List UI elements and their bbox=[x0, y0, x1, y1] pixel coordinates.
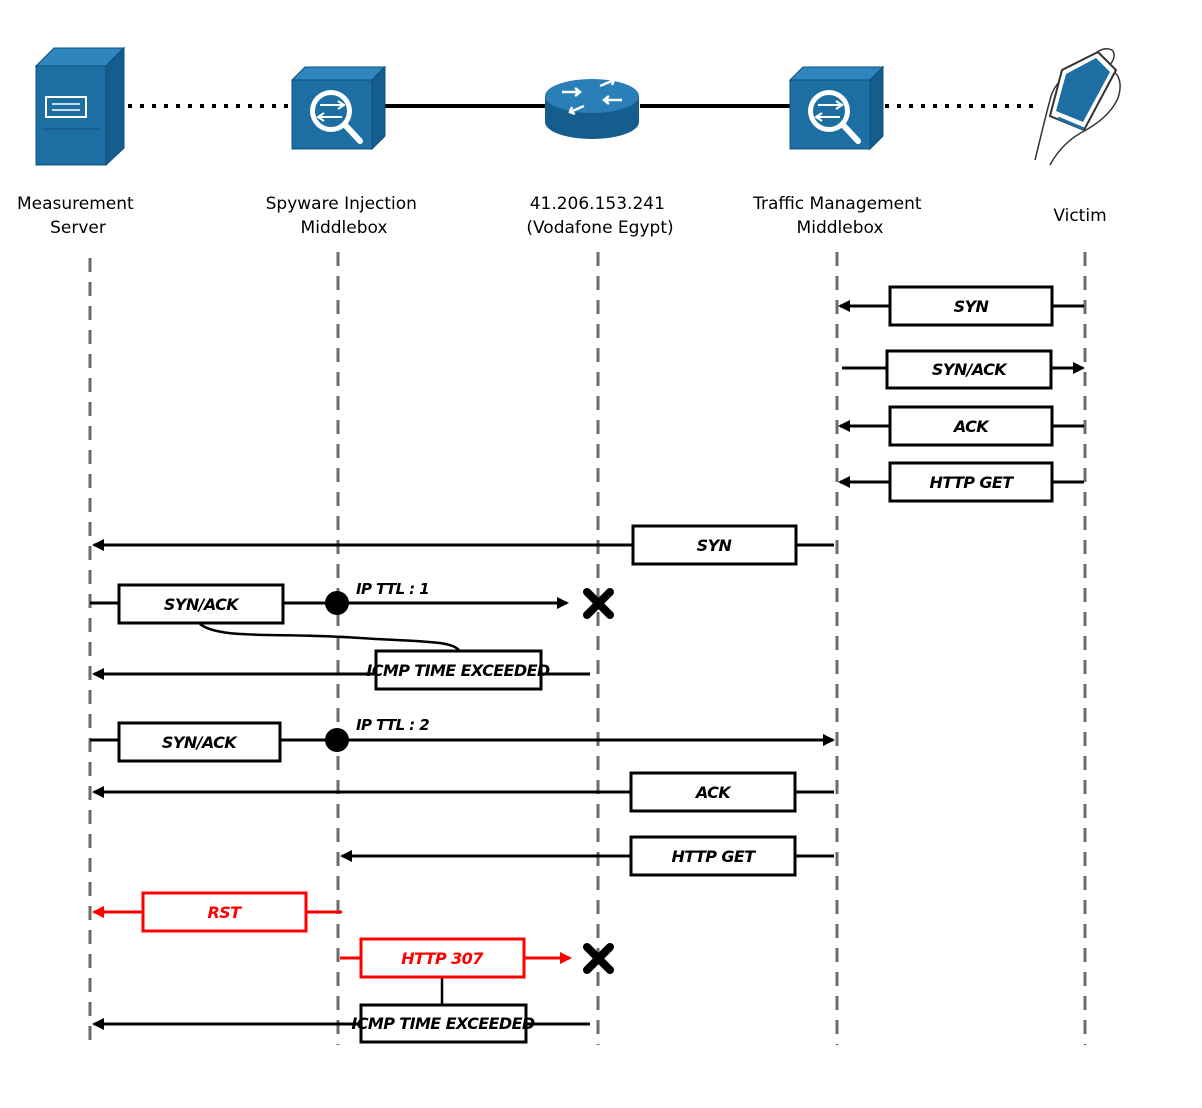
message-label: ICMP TIME EXCEEDED bbox=[351, 1014, 535, 1033]
message-http-307: HTTP 307 bbox=[340, 937, 572, 979]
message-label: HTTP 307 bbox=[401, 949, 484, 968]
drop-marker-icon bbox=[583, 943, 614, 974]
node-label-measurement-server: Measurement Server bbox=[17, 194, 139, 238]
node-label-traffic-middlebox: Traffic Management Middlebox bbox=[752, 194, 927, 238]
message-label: RST bbox=[208, 903, 243, 922]
message-label: SYN/ACK bbox=[162, 733, 238, 752]
node-label-router: 41.206.153.241 (Vodafone Egypt) bbox=[526, 194, 673, 238]
message-icmp-time-exceeded-2: ICMP TIME EXCEEDED bbox=[92, 1003, 590, 1044]
node-labels: Measurement Server Spyware Injection Mid… bbox=[17, 194, 1107, 238]
router-icon bbox=[545, 76, 639, 139]
message-ack-2: ACK bbox=[92, 771, 834, 813]
message-label: SYN bbox=[697, 536, 733, 555]
middlebox-icon bbox=[788, 65, 885, 151]
message-syn-ack-ttl1: SYN/ACK IP TTL : 1 bbox=[90, 580, 569, 625]
message-http-get-1: HTTP GET bbox=[838, 461, 1084, 503]
message-label: SYN bbox=[954, 297, 990, 316]
message-syn-2: SYN bbox=[92, 524, 834, 566]
handheld-phone-icon bbox=[1034, 48, 1121, 166]
drop-marker-icon bbox=[583, 588, 614, 619]
message-label: ACK bbox=[694, 783, 732, 802]
middlebox-icon bbox=[290, 65, 387, 151]
message-http-get-2: HTTP GET bbox=[340, 835, 834, 877]
message-label: SYN/ACK bbox=[932, 360, 1008, 379]
icmp-connector-line bbox=[199, 622, 462, 653]
ttl-annotation: IP TTL : 2 bbox=[356, 716, 429, 734]
message-syn-ack-ttl2: SYN/ACK IP TTL : 2 bbox=[90, 716, 835, 763]
node-label-victim: Victim bbox=[1053, 206, 1106, 226]
node-label-spyware-middlebox: Spyware Injection Middlebox bbox=[266, 194, 423, 238]
message-syn-1: SYN bbox=[838, 285, 1084, 327]
message-ack-1: ACK bbox=[838, 405, 1084, 447]
message-label: SYN/ACK bbox=[164, 595, 240, 614]
message-label: ICMP TIME EXCEEDED bbox=[366, 661, 550, 680]
server-icon bbox=[34, 46, 126, 167]
message-syn-ack-1: SYN/ACK bbox=[842, 349, 1085, 390]
message-label: ACK bbox=[952, 417, 990, 436]
message-label: HTTP GET bbox=[671, 847, 756, 866]
message-label: HTTP GET bbox=[929, 473, 1014, 492]
message-rst: RST bbox=[92, 891, 342, 933]
message-icmp-time-exceeded-1: ICMP TIME EXCEEDED bbox=[92, 649, 590, 691]
ttl-annotation: IP TTL : 1 bbox=[356, 580, 429, 598]
